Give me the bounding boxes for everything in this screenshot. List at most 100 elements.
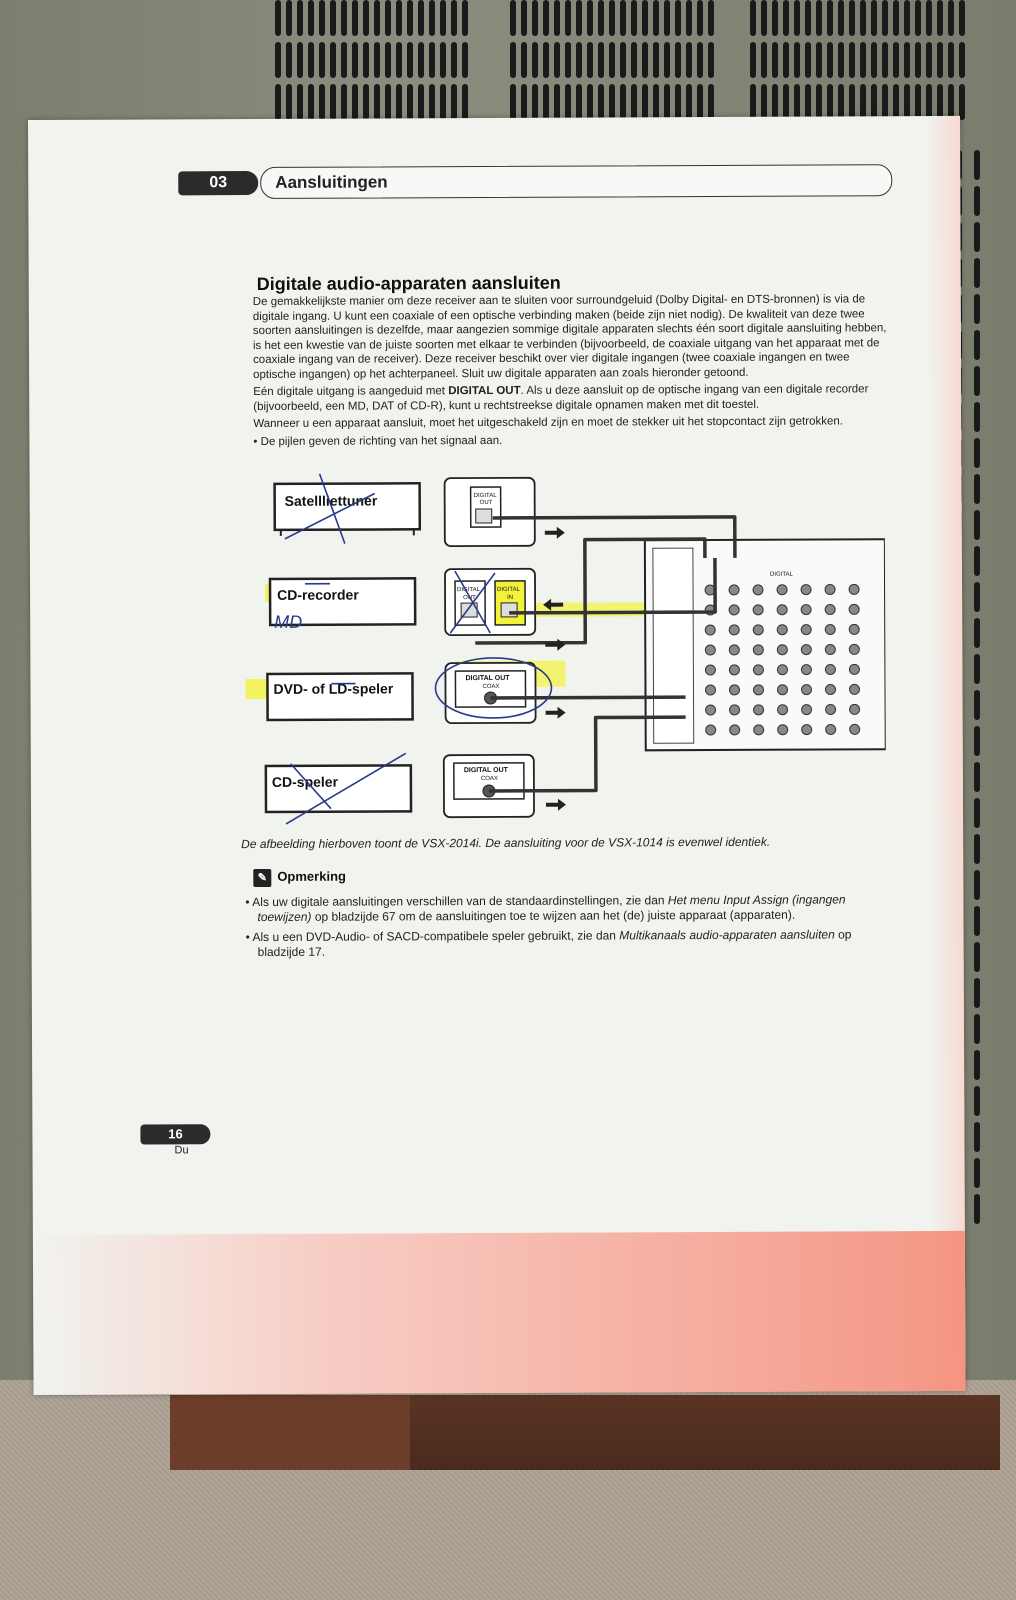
vent-slot	[275, 0, 281, 36]
vent-slot	[871, 42, 877, 78]
vent-slot	[275, 42, 281, 78]
vent-slot	[554, 0, 560, 36]
vent-slot	[827, 42, 833, 78]
vent-slot	[974, 510, 980, 540]
vent-slot	[697, 42, 703, 78]
paragraph-1: De gemakkelijkste manier om deze receive…	[252, 293, 887, 381]
vent-slot	[418, 0, 424, 36]
vent-slot	[904, 42, 910, 78]
vent-slot	[462, 42, 468, 78]
vent-slot	[937, 84, 943, 120]
receiver-jack	[729, 724, 741, 736]
receiver-jack	[776, 684, 788, 696]
vent-slot	[860, 84, 866, 120]
vent-slot	[948, 42, 954, 78]
receiver-jack	[848, 603, 860, 615]
receiver-jack	[728, 684, 740, 696]
vent-slot	[697, 84, 703, 120]
vent-slot	[440, 84, 446, 120]
vent-slot	[510, 84, 516, 120]
vent-slot	[974, 186, 980, 216]
vent-slot	[849, 84, 855, 120]
vent-slot	[429, 0, 435, 36]
vent-slot	[330, 84, 336, 120]
vent-slot	[948, 84, 954, 120]
digital-out-label: DIGITAL OUT	[448, 384, 521, 398]
vent-slot	[805, 0, 811, 36]
port-recorder-digital: DIGITAL OUT DIGITAL IN	[444, 567, 537, 637]
vent-slot	[385, 84, 391, 120]
vent-slot	[352, 42, 358, 78]
vent-slot	[554, 84, 560, 120]
vent-slot	[974, 402, 980, 432]
vent-slot	[330, 42, 336, 78]
receiver-jack	[800, 604, 812, 616]
vent-slot	[974, 1122, 980, 1152]
pink-print-band	[32, 1230, 966, 1395]
receiver-digital-label: DIGITAL	[770, 572, 794, 578]
receiver-jack	[728, 604, 740, 616]
header-title: Aansluitingen	[275, 172, 388, 192]
vent-slot	[761, 42, 767, 78]
receiver-jack	[824, 604, 836, 616]
vent-slot	[708, 0, 714, 36]
vent-slot	[286, 0, 292, 36]
vent-slot	[871, 0, 877, 36]
device-label-dvd: DVD- of LD-speler	[273, 680, 393, 697]
vent-slot	[937, 0, 943, 36]
section-title: Digitale audio-apparaten aansluiten	[256, 272, 561, 295]
vent-slot	[772, 42, 778, 78]
vent-slot	[319, 42, 325, 78]
vent-slot	[783, 84, 789, 120]
vent-slot	[352, 84, 358, 120]
vent-slot	[974, 1158, 980, 1188]
vent-slot	[860, 0, 866, 36]
device-satellite-tuner: Satellliettuner	[273, 482, 422, 536]
vent-slot	[893, 84, 899, 120]
vent-slot	[631, 84, 637, 120]
vent-slot	[974, 258, 980, 288]
vent-slot	[341, 84, 347, 120]
vent-slot	[440, 0, 446, 36]
vent-slot	[609, 0, 615, 36]
receiver-jack	[776, 604, 788, 616]
paragraph-2: Eén digitale uitgang is aangeduid met DI…	[253, 382, 888, 414]
vent-slot	[882, 84, 888, 120]
receiver-jack	[800, 584, 812, 596]
vent-slot	[521, 42, 527, 78]
vent-slot	[849, 0, 855, 36]
vent-slot	[598, 0, 604, 36]
vent-slot	[429, 84, 435, 120]
vent-slot	[319, 84, 325, 120]
vent-slot	[385, 42, 391, 78]
receiver-jack	[704, 644, 716, 656]
note-item-1: • Als uw digitale aansluitingen verschil…	[245, 892, 846, 924]
vent-slot	[653, 84, 659, 120]
vent-slot	[974, 942, 980, 972]
receiver-jack	[705, 704, 717, 716]
vent-slot	[587, 0, 593, 36]
vent-slot	[341, 42, 347, 78]
port-dvd-digital-out-coax: DIGITAL OUT COAX	[444, 661, 537, 725]
vent-slot	[521, 84, 527, 120]
receiver-jack	[728, 584, 740, 596]
vent-slot	[664, 84, 670, 120]
vent-slot	[642, 42, 648, 78]
svg-text:DIGITAL: DIGITAL	[497, 587, 521, 593]
receiver-jack	[753, 704, 765, 716]
vent-slot	[686, 42, 692, 78]
receiver-jack	[824, 624, 836, 636]
vent-slot	[974, 798, 980, 828]
vent-slot	[407, 0, 413, 36]
device-label-cd-player: CD-speler	[272, 774, 339, 790]
vent-slot	[838, 0, 844, 36]
vent-slot	[532, 0, 538, 36]
wooden-shelf-front	[170, 1395, 410, 1470]
svg-text:COAX: COAX	[482, 684, 499, 690]
receiver-jack	[777, 724, 789, 736]
vent-slot	[871, 84, 877, 120]
vent-slot	[396, 0, 402, 36]
vent-slot	[297, 84, 303, 120]
vent-slot	[761, 84, 767, 120]
vent-slot	[418, 42, 424, 78]
